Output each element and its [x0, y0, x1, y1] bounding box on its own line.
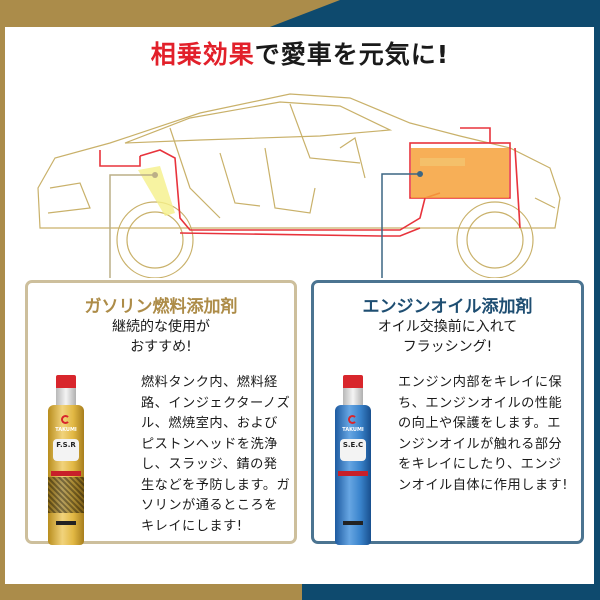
background-navy-right	[594, 0, 600, 600]
fuel-additive-subtitle-line2: おすすめ!	[130, 339, 192, 355]
bottle-product-name: S.E.C	[340, 439, 366, 461]
bottle-made-in-label	[56, 521, 76, 525]
headline-rest: で愛車を元気に!	[254, 40, 450, 69]
bottle-brand: TAKUMI	[55, 427, 77, 433]
engine-oil-additive-subtitle: オイル交換前に入れて フラッシング!	[314, 317, 581, 357]
engine-oil-additive-subtitle-line2: フラッシング!	[402, 339, 493, 355]
bottle-product-name: F.S.R	[53, 439, 79, 461]
takumi-logo-icon	[348, 415, 357, 424]
fsr-bottle-image: TAKUMI F.S.R	[48, 375, 84, 547]
sec-bottle-image: TAKUMI S.E.C	[335, 375, 371, 547]
engine-oil-additive-description: エンジン内部をキレイに保ち、エンジンオイルの性能の向上や保護をします。エンジンオ…	[398, 375, 569, 493]
bottle-red-band	[51, 471, 81, 476]
bottle-neck	[343, 388, 363, 408]
fuel-additive-subtitle-line1: 継続的な使用が	[112, 319, 210, 335]
headline: 相乗効果で愛車を元気に!	[0, 35, 600, 71]
engine-oil-additive-subtitle-line1: オイル交換前に入れて	[377, 319, 518, 335]
headline-highlight: 相乗効果	[150, 40, 255, 69]
bottle-red-band	[338, 471, 368, 476]
fuel-additive-title: ガソリン燃料添加剤	[84, 297, 238, 317]
takumi-logo-icon	[61, 415, 70, 424]
background-navy-bottom	[302, 584, 600, 600]
bottle-made-in-label	[343, 521, 363, 525]
bottle-neck	[56, 388, 76, 408]
fuel-additive-card: ガソリン燃料添加剤 継続的な使用が おすすめ! TAKUMI F.S.R 燃料タ…	[25, 280, 297, 547]
bottle-body: TAKUMI S.E.C	[335, 405, 371, 545]
bottle-pattern	[48, 477, 84, 513]
engine-oil-additive-title: エンジンオイル添加剤	[362, 297, 533, 317]
fuel-additive-description: 燃料タンク内、燃料経路、インジェクターノズル、燃焼室内、およびピストンヘッドを洗…	[141, 375, 291, 534]
bottle-body: TAKUMI F.S.R	[48, 405, 84, 545]
bottle-cap	[343, 375, 363, 388]
fuel-additive-subtitle: 継続的な使用が おすすめ!	[28, 317, 294, 357]
engine-oil-additive-card: エンジンオイル添加剤 オイル交換前に入れて フラッシング! TAKUMI S.E…	[311, 280, 584, 547]
bottle-cap	[56, 375, 76, 388]
bottle-brand: TAKUMI	[342, 427, 364, 433]
car-diagram	[37, 93, 561, 278]
